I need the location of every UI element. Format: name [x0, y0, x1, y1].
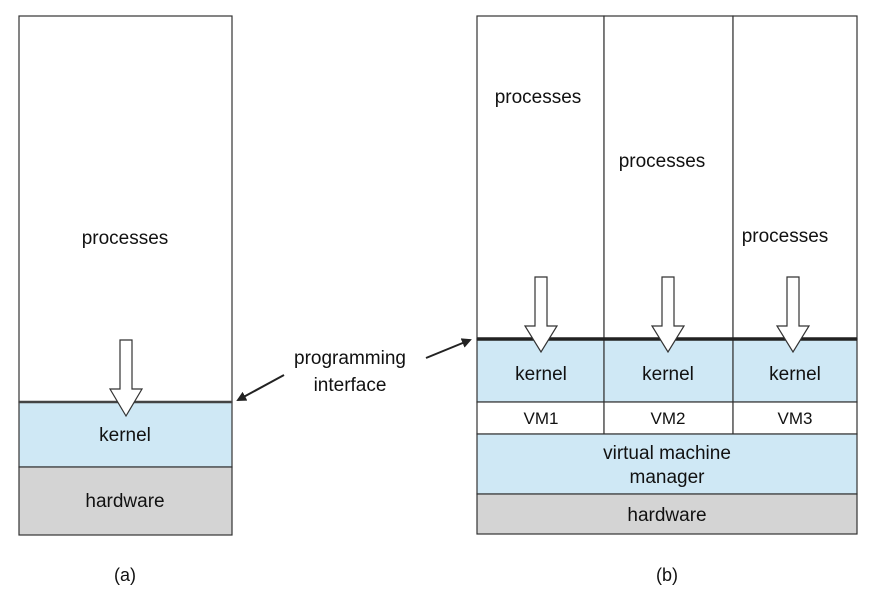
b-hardware-label: hardware [627, 505, 706, 526]
b-vm-3 [732, 401, 858, 435]
b-kernel-label-1: kernel [515, 364, 567, 385]
b-kernel-label-2: kernel [642, 364, 694, 385]
a-processes-label: processes [82, 228, 169, 249]
b-vmm-label-line2: manager [630, 467, 706, 488]
programming-interface-line2: interface [314, 375, 387, 396]
arrow-to-a-icon [236, 374, 285, 401]
b-vm-1 [476, 401, 605, 435]
b-vm-label-3: VM3 [778, 409, 813, 428]
b-down-arrow-1-icon [523, 276, 559, 354]
b-vm-label-2: VM2 [651, 409, 686, 428]
caption-b: (b) [656, 565, 678, 585]
b-vm-label-1: VM1 [524, 409, 559, 428]
diagram-a: processes kernel hardware (a) [18, 15, 233, 585]
b-kernel-label-3: kernel [769, 364, 821, 385]
b-down-arrow-2-icon [650, 276, 686, 354]
arrow-to-b-icon [425, 338, 472, 359]
a-hardware-label: hardware [85, 491, 164, 512]
diagram-b: processes processes processes kernel ker… [476, 15, 858, 585]
b-vmm-box [476, 433, 858, 495]
b-vmm-label-line1: virtual machine [603, 443, 731, 464]
a-down-arrow-icon [108, 339, 144, 418]
b-hardware-box [476, 493, 858, 535]
a-hardware-box [18, 466, 233, 536]
b-processes-label-2: processes [619, 151, 706, 172]
b-processes-label-3: processes [742, 226, 829, 247]
programming-interface-annotation: programming interface [236, 338, 472, 401]
programming-interface-line1: programming [294, 348, 406, 369]
a-processes-box [18, 15, 233, 403]
b-down-arrow-3-icon [775, 276, 811, 354]
caption-a: (a) [114, 565, 136, 585]
a-kernel-label: kernel [99, 425, 151, 446]
b-processes-label-1: processes [495, 87, 582, 108]
